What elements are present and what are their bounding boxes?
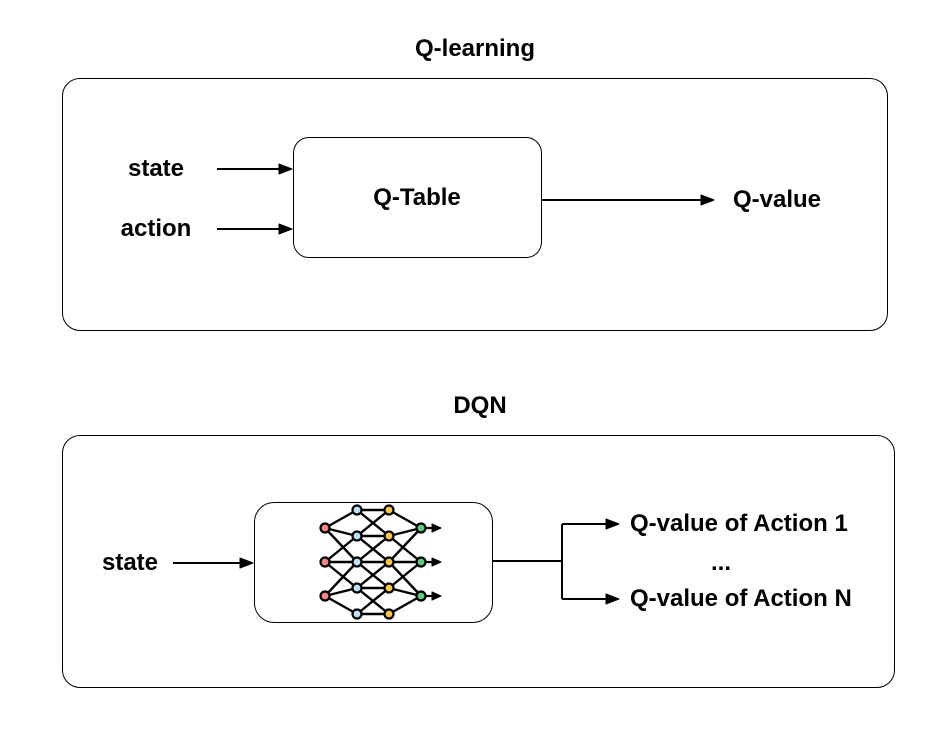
action-label: action	[120, 215, 192, 242]
qvalue-label: Q-value	[733, 186, 822, 213]
neural-network-box	[254, 502, 493, 623]
qvalue-action1-label: Q-value of Action 1	[630, 510, 848, 537]
state-label: state	[127, 155, 185, 182]
dqn-title: DQN	[453, 392, 507, 419]
qtable-box	[293, 137, 542, 258]
dqn-container-box	[62, 435, 895, 688]
qtable-label: Q-Table	[373, 184, 461, 211]
qlearning-title: Q-learning	[414, 35, 536, 62]
ellipsis-label: ...	[710, 549, 732, 576]
qvalue-actionN-label: Q-value of Action N	[630, 585, 852, 612]
qlearning-container-box	[62, 78, 888, 331]
dqn-state-label: state	[101, 549, 159, 576]
